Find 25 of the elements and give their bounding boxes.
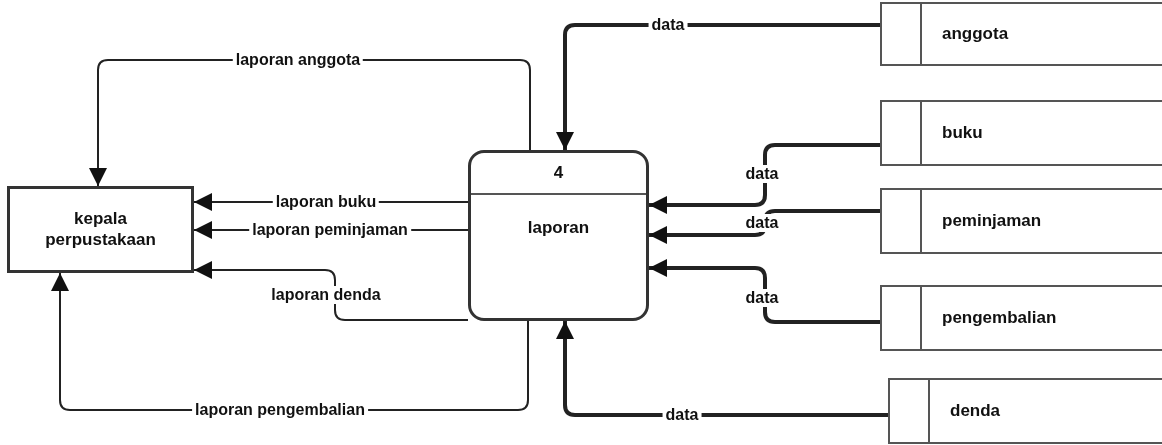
data-store-label: buku [942,123,983,143]
arrow [649,209,880,244]
arrow [556,23,880,150]
external-entity-box [7,186,194,273]
edge-label: laporan anggota [232,51,364,69]
edge-label: laporan buku [272,193,380,211]
process-number: 4 [471,153,646,195]
data-store [888,378,1162,444]
data-store-label: peminjaman [942,211,1042,231]
data-store [880,100,1162,166]
data-store [880,2,1162,66]
data-store [880,188,1162,254]
data-store-label: pengembalian [942,308,1057,328]
arrow [649,259,880,324]
entity-label: kepala perpustakaan [44,209,157,250]
edge-label: laporan peminjaman [249,221,411,239]
data-store [880,285,1162,351]
process-box [468,150,649,321]
arrow [649,143,880,214]
arrow [193,261,469,321]
edge-label: laporan pengembalian [192,401,368,419]
process-name: laporan [526,218,591,238]
arrow [556,321,888,417]
data-store-label: denda [950,401,1001,421]
data-store-label: anggota [942,24,1009,44]
